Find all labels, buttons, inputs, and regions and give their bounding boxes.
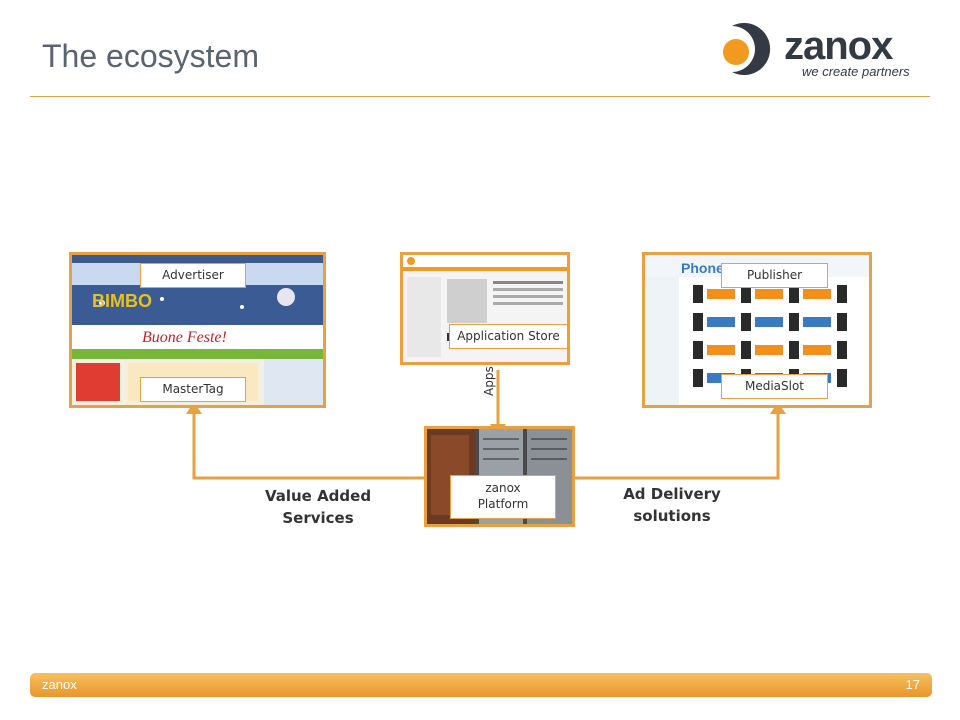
arrowhead-left xyxy=(186,402,202,414)
publisher-label: Publisher xyxy=(721,263,828,288)
page-number: 17 xyxy=(905,677,920,692)
connector-right xyxy=(573,412,780,480)
platform-label-line2: Platform xyxy=(477,497,529,511)
app-store-label: Application Store xyxy=(449,324,568,349)
svg-text:Buone Feste!: Buone Feste! xyxy=(142,329,227,346)
footer-company: zanox xyxy=(42,677,77,692)
ad-delivery-line1: Ad Delivery xyxy=(623,485,721,503)
mediaslot-label: MediaSlot xyxy=(721,374,828,399)
mastertag-label: MasterTag xyxy=(140,377,246,402)
logo-tagline: we create partners xyxy=(802,64,910,79)
svg-text:BIMBO: BIMBO xyxy=(92,291,152,311)
zanox-logo-icon xyxy=(723,23,771,75)
platform-label-line1: zanox xyxy=(485,481,521,496)
ad-delivery-line2: solutions xyxy=(633,507,711,525)
value-added-services-label: Value Added Services xyxy=(250,485,386,529)
arrowhead-right xyxy=(770,402,786,414)
logo-brand: zanox xyxy=(784,24,893,68)
zanox-logo: zanox we create partners xyxy=(718,18,938,82)
apps-label: Apps xyxy=(482,366,496,396)
value-added-line2: Services xyxy=(282,509,354,527)
slide-title: The ecosystem xyxy=(42,38,259,74)
advertiser-label: Advertiser xyxy=(140,263,246,288)
platform-label: zanox Platform xyxy=(450,475,556,519)
connector-left xyxy=(192,412,426,480)
svg-text:Phones: Phones xyxy=(681,260,732,276)
ad-delivery-solutions-label: Ad Delivery solutions xyxy=(604,483,740,527)
footer-bar: zanox 17 xyxy=(30,673,932,697)
value-added-line1: Value Added xyxy=(264,487,372,505)
title-divider xyxy=(30,96,930,97)
